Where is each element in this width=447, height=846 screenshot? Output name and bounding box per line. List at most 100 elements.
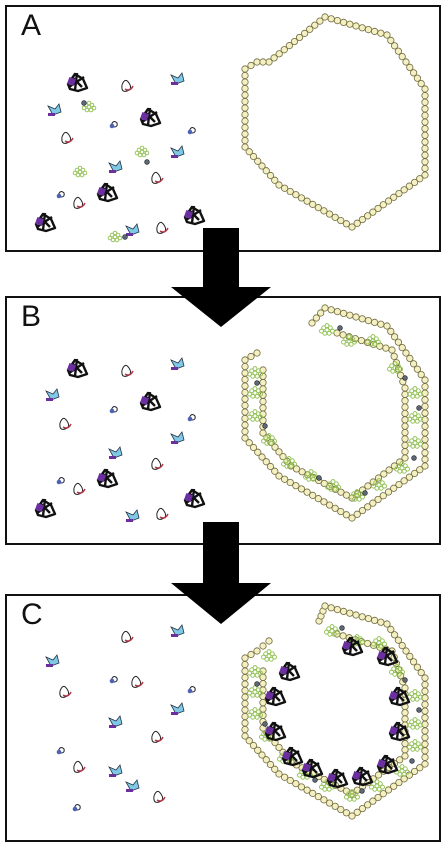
green-bead: [258, 391, 263, 397]
green-bead: [371, 483, 376, 489]
cage-bead: [259, 391, 267, 399]
cage-bead: [421, 700, 429, 709]
green-subunit: [247, 665, 263, 678]
cage-bead: [395, 778, 403, 787]
purple-strip: [109, 456, 116, 459]
cage-bead: [416, 175, 424, 183]
purple-strip: [109, 774, 116, 777]
green-bead: [398, 366, 403, 372]
green-bead: [367, 336, 373, 342]
cage-bead: [401, 740, 409, 748]
cage-bead: [342, 809, 350, 817]
linker-dot: [254, 681, 260, 687]
cyan-protein: [125, 509, 140, 522]
cyan-protein: [170, 624, 185, 637]
cage-bead: [390, 782, 398, 790]
cage-bead: [401, 435, 409, 443]
complex-strands: [388, 686, 411, 707]
green-bead: [341, 339, 346, 345]
cage-bead: [245, 148, 253, 156]
complex-strands: [34, 498, 57, 519]
cage-bead: [401, 715, 409, 723]
cage-bead: [245, 439, 253, 447]
cage-bead: [314, 793, 322, 801]
cage-bead: [379, 201, 387, 209]
green-bead: [330, 328, 335, 334]
purple-domain: [327, 773, 336, 782]
purple-domain: [67, 363, 76, 372]
cage-bead: [400, 477, 408, 485]
cage-bead: [253, 647, 261, 655]
cage-bead: [275, 770, 283, 778]
black-complex: [376, 754, 399, 775]
green-bead: [399, 461, 405, 467]
cage-bead: [385, 466, 393, 474]
cage-bead: [421, 402, 429, 411]
green-bead: [322, 330, 328, 336]
cage-bead: [405, 473, 413, 481]
loop-strand: [121, 364, 132, 377]
green-subunit: [349, 489, 365, 502]
cage-bead: [309, 789, 317, 797]
linker-dot: [339, 625, 345, 631]
green-bead: [249, 368, 255, 374]
cage-bead: [241, 117, 249, 125]
cage-bead: [241, 369, 249, 377]
complex-strands: [376, 754, 399, 775]
linker-dot: [122, 234, 128, 240]
small-strand: [110, 121, 118, 128]
complex-strands: [96, 468, 119, 489]
cage-bead: [241, 660, 249, 669]
green-bead: [418, 722, 423, 728]
green-bead: [110, 237, 116, 243]
green-subunit: [319, 323, 335, 336]
cage-bead: [339, 309, 348, 317]
cage-bead: [266, 760, 275, 769]
cage-bead: [401, 403, 409, 411]
red-loop: [154, 177, 164, 183]
green-bead: [322, 786, 328, 792]
cage-bead: [275, 472, 283, 480]
cage-bead: [413, 663, 421, 671]
green-bead: [324, 629, 329, 635]
cage-bead: [241, 732, 249, 740]
green-bead: [255, 667, 261, 673]
cage-bead: [292, 191, 300, 199]
green-bead: [395, 363, 401, 369]
cage-bead: [241, 421, 249, 429]
purple-domain: [67, 77, 76, 86]
cage-bead: [384, 786, 393, 794]
purple-domain: [140, 112, 149, 121]
green-bead: [247, 391, 252, 397]
cage-bead: [271, 176, 279, 184]
green-bead: [77, 165, 83, 171]
green-subunit: [247, 409, 263, 422]
green-bead: [255, 388, 261, 394]
cage-bead: [401, 428, 409, 437]
green-bead: [252, 707, 258, 713]
green-bead: [415, 438, 421, 444]
cage-bead: [327, 306, 335, 314]
cage-bead: [241, 136, 249, 145]
cage-bead: [421, 449, 429, 457]
cage-bead: [402, 58, 410, 66]
cage-bead: [413, 365, 421, 373]
cage-bead: [401, 397, 409, 405]
cage-bead: [383, 31, 391, 39]
complex-strands: [183, 488, 206, 509]
black-complex: [96, 468, 119, 489]
cage-bead: [259, 705, 267, 713]
cage-bead: [297, 194, 306, 202]
purple-domain: [97, 187, 106, 196]
cage-bead: [259, 385, 267, 393]
green-bead: [332, 626, 338, 632]
red-loop: [159, 227, 169, 233]
green-subunit: [247, 366, 263, 379]
loop-protein: [156, 221, 169, 234]
cage-bead: [297, 783, 306, 791]
red-loop: [154, 736, 164, 742]
purple-strip: [171, 82, 178, 85]
loop-protein: [73, 760, 86, 773]
cage-bead: [254, 448, 262, 456]
blue-domain: [56, 193, 62, 199]
